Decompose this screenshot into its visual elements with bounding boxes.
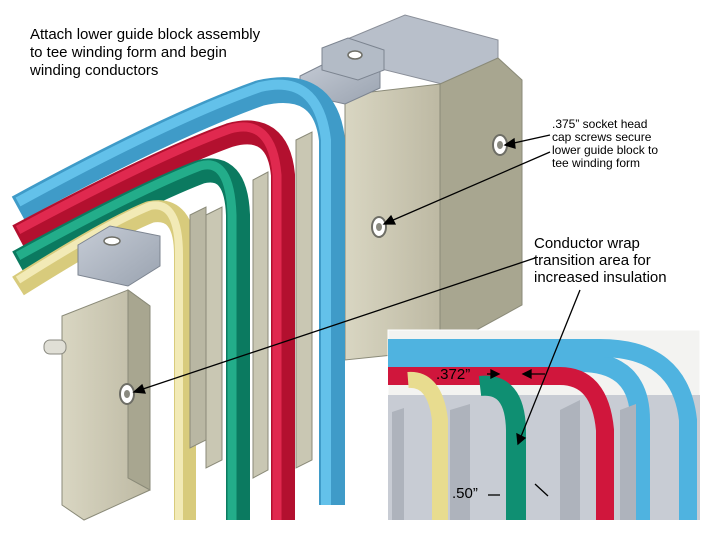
conductor-blue bbox=[11, 77, 345, 505]
wrap-callout: Conductor wrap transition area for incre… bbox=[534, 235, 667, 286]
conductor-yellow bbox=[12, 200, 196, 520]
lower-guide-block bbox=[43, 225, 161, 521]
dimension-372: .372” bbox=[436, 366, 471, 383]
dimension-50: .50” bbox=[452, 485, 478, 502]
screw-callout: .375” socket head cap screws secure lowe… bbox=[552, 117, 659, 170]
inset-detail bbox=[387, 329, 701, 521]
conductor-green bbox=[12, 158, 250, 520]
leader-lines bbox=[132, 134, 581, 497]
form-clamp-top bbox=[299, 37, 385, 105]
conductor-red bbox=[12, 120, 295, 520]
diagram-title: Attach lower guide block assembly to tee… bbox=[30, 26, 261, 79]
guide-plates bbox=[189, 131, 313, 479]
